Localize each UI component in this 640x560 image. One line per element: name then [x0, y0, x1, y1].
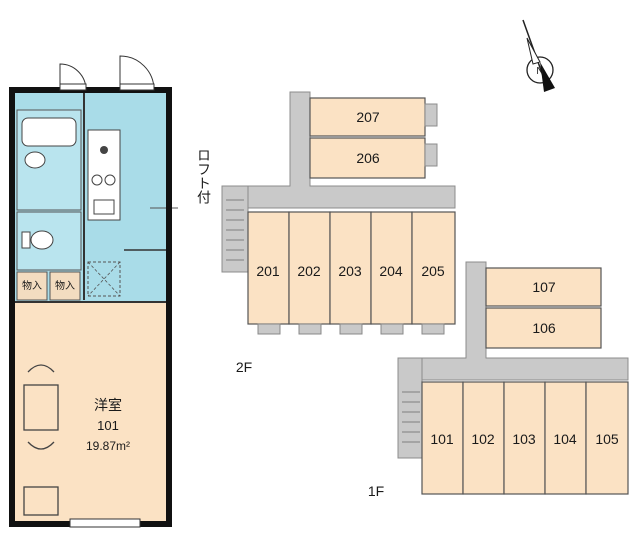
- sink-drain: [100, 146, 108, 154]
- floor-2-label: 2F: [236, 359, 252, 375]
- unit-label-204: 204: [379, 263, 403, 279]
- window: [69, 518, 141, 528]
- bathtub: [21, 117, 77, 147]
- storage-closet-left: [16, 271, 48, 301]
- unit-label-202: 202: [297, 263, 321, 279]
- unit-label-105: 105: [595, 431, 619, 447]
- stair-1f: [397, 357, 423, 459]
- unit-floor-plan: [9, 55, 178, 528]
- table: [23, 384, 59, 431]
- washer-space: [87, 261, 121, 297]
- north-arrow-icon: N: [522, 19, 555, 92]
- unit-label-207: 207: [356, 109, 380, 125]
- unit-label-205: 205: [421, 263, 445, 279]
- chair-top: [27, 364, 55, 373]
- unit-label-201: 201: [256, 263, 280, 279]
- compass-label: N: [536, 66, 543, 77]
- unit-label-203: 203: [338, 263, 362, 279]
- unit-label-106: 106: [532, 320, 556, 336]
- unit-label-206: 206: [356, 150, 380, 166]
- stove-burner-2: [104, 174, 116, 186]
- storage-label-right: 物入: [55, 279, 75, 292]
- unit-label-107: 107: [532, 279, 556, 295]
- tv-cabinet: [23, 486, 59, 516]
- stove-burner-1: [91, 174, 103, 186]
- wash-basin: [24, 151, 46, 169]
- storage-closet-right: [49, 271, 81, 301]
- unit-label-102: 102: [471, 431, 495, 447]
- chair-bottom: [27, 441, 55, 450]
- stair-2f: [221, 185, 249, 273]
- loft-note: ロフト付: [196, 148, 212, 205]
- unit-label-103: 103: [512, 431, 536, 447]
- floor-1-layout: [397, 261, 629, 495]
- room-number-label: 101: [97, 418, 119, 433]
- stove-panel: [93, 199, 115, 215]
- western-room-floor: [14, 302, 167, 522]
- toilet-tank: [21, 231, 31, 249]
- storage-label-left: 物入: [22, 279, 42, 292]
- toilet: [30, 230, 54, 250]
- floor-2-layout: [221, 91, 456, 335]
- unit-label-101: 101: [430, 431, 454, 447]
- room-type-label: 洋室: [94, 397, 122, 413]
- room-area-label: 19.87m²: [86, 439, 130, 453]
- floor-1-label: 1F: [368, 483, 384, 499]
- unit-label-104: 104: [553, 431, 577, 447]
